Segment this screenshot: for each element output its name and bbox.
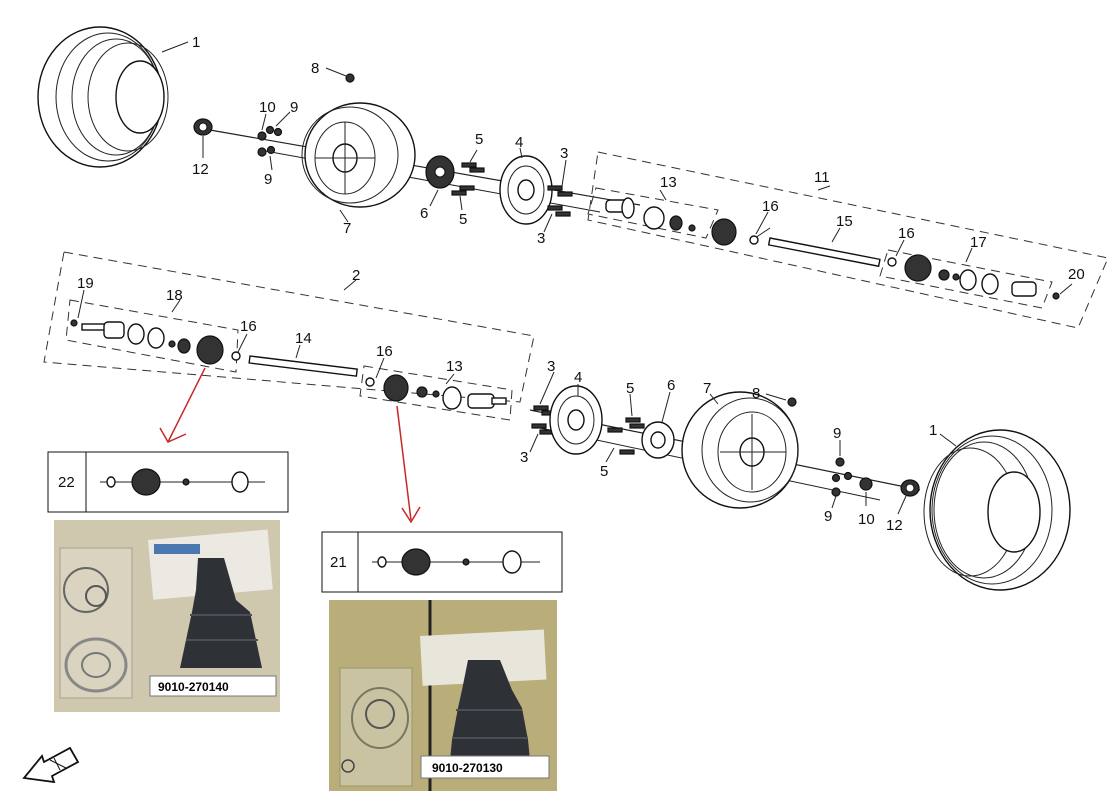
callout-1-top: 1 (192, 34, 200, 51)
callout-9-top-a: 9 (290, 99, 298, 116)
callout-5-low-a: 5 (626, 380, 634, 397)
studs-9-10-lower (831, 457, 873, 497)
hub-6-lower (641, 421, 675, 459)
callout-11: 11 (814, 169, 830, 186)
nut-12-lower (900, 479, 920, 497)
bolts-5-lower (607, 417, 645, 455)
callout-2: 2 (352, 267, 360, 284)
callout-3-top-b: 3 (537, 230, 545, 247)
callout-12-low: 12 (886, 517, 903, 534)
callout-6-low: 6 (667, 377, 675, 394)
callout-4-low: 4 (574, 369, 582, 386)
callout-12-top: 12 (192, 161, 209, 178)
callout-13-top: 13 (660, 174, 677, 191)
callout-9-top-b: 9 (264, 171, 272, 188)
callout-5-top-a: 5 (475, 131, 483, 148)
callout-10-top: 10 (259, 99, 276, 116)
kit-21-number: 21 (330, 554, 347, 571)
callout-16-mid-a: 16 (240, 318, 257, 335)
bolts-5-top (451, 162, 485, 196)
callout-17: 17 (970, 234, 987, 251)
direction-arrow-icon (22, 746, 80, 784)
callout-3-low-a: 3 (547, 358, 555, 375)
studs-9-10-top (257, 125, 283, 157)
rim-lower (681, 391, 799, 509)
callout-20: 20 (1068, 266, 1085, 283)
callout-9-low-a: 9 (833, 425, 841, 442)
shaft-parts-middle (70, 319, 507, 410)
tire-top-left (37, 26, 169, 168)
callout-9-low-b: 9 (824, 508, 832, 525)
callout-3-low-b: 3 (520, 449, 528, 466)
callout-10-low: 10 (858, 511, 875, 528)
callout-8-low: 8 (752, 385, 760, 402)
callout-14: 14 (295, 330, 312, 347)
callout-16-top-b: 16 (898, 225, 915, 242)
part-code-right: 9010-270130 (432, 761, 503, 775)
photo-boot-kit-right: 9010-270130 (329, 600, 557, 791)
red-arrow-left (159, 367, 206, 443)
callout-15: 15 (836, 213, 853, 230)
kit-box-22: 22 (47, 451, 289, 513)
callout-13-mid: 13 (446, 358, 463, 375)
kit-box-21: 21 (321, 531, 563, 593)
kit-22-number: 22 (58, 474, 75, 491)
nut-12-top (193, 118, 213, 136)
callout-8-top: 8 (311, 60, 319, 77)
shaft-parts-upper (605, 197, 1060, 300)
callout-7-low: 7 (703, 380, 711, 397)
callout-19: 19 (77, 275, 94, 292)
hub-6-top (425, 155, 455, 189)
brake-disc-lower (549, 385, 603, 455)
bolts-3-top (547, 185, 573, 217)
callout-7-top: 7 (343, 220, 351, 237)
callout-5-low-b: 5 (600, 463, 608, 480)
callout-16-mid-b: 16 (376, 343, 393, 360)
brake-disc-top (499, 155, 553, 225)
callout-6-top: 6 (420, 205, 428, 222)
callout-4-top: 4 (515, 134, 523, 151)
part-code-left: 9010-270140 (158, 680, 229, 694)
callout-18: 18 (166, 287, 183, 304)
callout-1-low: 1 (929, 422, 937, 439)
callout-5-top-b: 5 (459, 211, 467, 228)
rim-top (301, 102, 416, 208)
red-arrow-right (396, 405, 421, 524)
callout-3-top-a: 3 (560, 145, 568, 162)
valve-8-top (345, 73, 355, 83)
callout-labels: 1 8 10 9 12 9 7 6 5 5 4 3 3 11 13 16 15 … (77, 34, 1085, 534)
valve-8-lower (787, 397, 797, 407)
callout-16-top-a: 16 (762, 198, 779, 215)
photo-boot-kit-left: 9010-270140 (54, 520, 280, 712)
bolts-3-lower (531, 405, 557, 435)
tire-lower-right (923, 429, 1071, 591)
